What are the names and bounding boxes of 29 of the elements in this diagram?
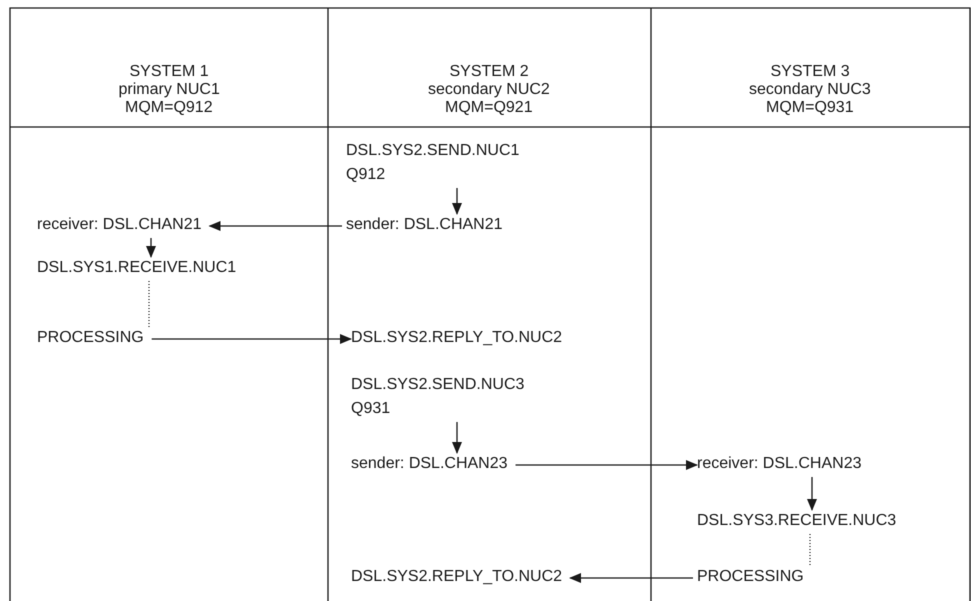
message-text: receiver: DSL.CHAN23 — [697, 452, 862, 476]
message-text: DSL.SYS1.RECEIVE.NUC1 — [37, 256, 236, 280]
arrow — [569, 573, 693, 583]
message-text: receiver: DSL.CHAN21 — [37, 213, 202, 237]
message-text: DSL.SYS2.REPLY_TO.NUC2 — [351, 565, 562, 589]
arrow — [807, 477, 817, 511]
message-text: PROCESSING — [697, 565, 804, 589]
arrow — [516, 460, 698, 470]
message-text: DSL.SYS2.REPLY_TO.NUC2 — [351, 326, 562, 350]
column-header-text: SYSTEM 2 — [450, 63, 529, 81]
column-header-text: SYSTEM 1 — [130, 63, 209, 81]
column-header-text: secondary NUC3 — [749, 81, 871, 99]
message-text: DSL.SYS3.RECEIVE.NUC3 — [697, 509, 896, 533]
column-header-text: MQM=Q921 — [445, 99, 533, 117]
arrow — [146, 238, 156, 258]
column-header-text: SYSTEM 3 — [770, 63, 850, 81]
dotted-line — [809, 534, 811, 566]
column-header-text: primary NUC1 — [118, 81, 220, 99]
message-text: sender: DSL.CHAN23 — [351, 452, 508, 476]
column-header-text: MQM=Q912 — [125, 99, 213, 117]
arrow — [152, 334, 352, 344]
dotted-line — [148, 281, 150, 327]
column-header-text: secondary NUC2 — [428, 81, 550, 99]
arrow — [452, 422, 462, 454]
arrow — [208, 221, 342, 231]
column-header-text: MQM=Q931 — [766, 99, 854, 117]
arrow — [452, 188, 462, 215]
message-text: sender: DSL.CHAN21 — [346, 213, 503, 237]
message-text: PROCESSING — [37, 326, 144, 350]
